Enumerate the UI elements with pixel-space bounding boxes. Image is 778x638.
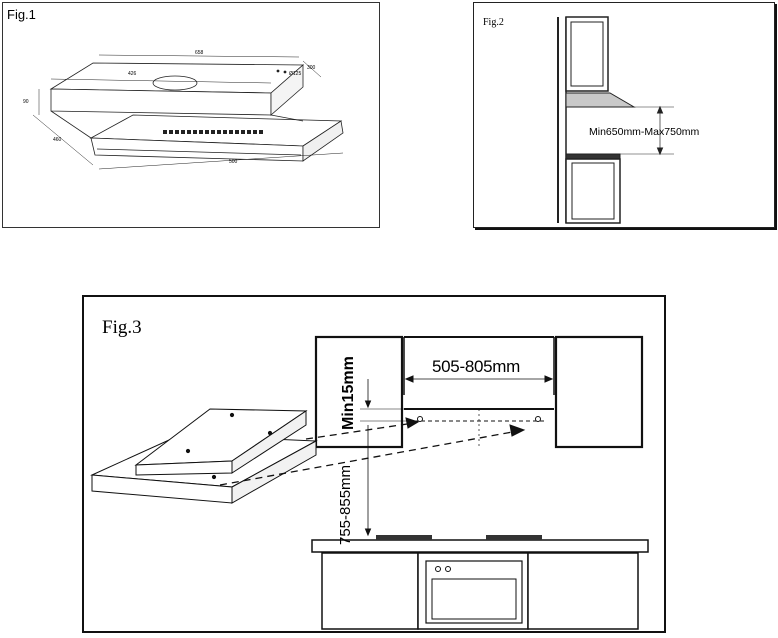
figure-1-title: Fig.1 <box>7 7 36 22</box>
dim-label-658: 658 <box>195 50 204 56</box>
hood-dimension-drawing: 658 426 300 90 460 500 Ø125 <box>23 50 344 170</box>
figure-3-title: Fig.3 <box>102 317 142 338</box>
mount-height-label: 755-855mm <box>337 464 354 545</box>
dim-label-300: 300 <box>307 65 316 71</box>
dim-label-500: 500 <box>229 159 238 165</box>
wall-mounting-drawing <box>90 335 649 630</box>
figure-2-title: Fig.2 <box>483 17 504 28</box>
dim-label-460: 460 <box>53 137 62 143</box>
mounting-height-drawing <box>557 16 674 224</box>
figure-3-panel: Fig.3 <box>82 295 666 633</box>
figure-2-panel: Fig.2 Min650mm-Max750mm <box>473 2 775 228</box>
mount-range-label: Min650mm-Max750mm <box>589 126 700 138</box>
figure-1-panel: Fig.1 <box>2 2 380 228</box>
dim-label-vent: Ø125 <box>289 71 301 77</box>
bracket-width-label: 505-805mm <box>432 357 521 376</box>
dim-label-90: 90 <box>23 99 29 105</box>
min-gap-label: Min15mm <box>340 356 357 430</box>
dim-label-426: 426 <box>128 71 137 77</box>
